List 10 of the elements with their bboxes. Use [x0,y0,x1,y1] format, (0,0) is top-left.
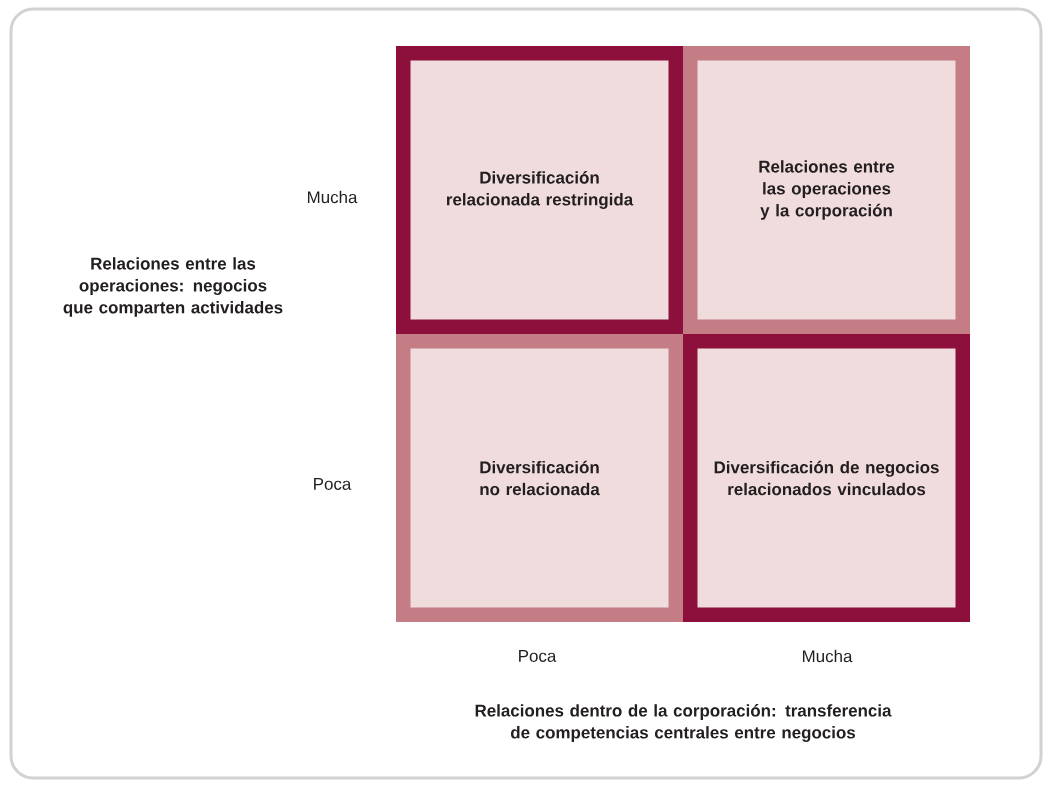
axis-value: Mucha [308,190,358,204]
axis-value: Poca [519,650,557,662]
axis-title: Relaciones entre las operaciones: negocios que comparten actividades [63,257,283,317]
quadrant-box: Diversificación relacionada restringida [396,46,683,334]
axis-title: Relaciones dentro de la corporación: transferencia de competencias centrales entre negocios [475,704,892,742]
quadrant-box: Diversificación de negocios relacionados vinculados [683,334,970,622]
quadrant-box: Diversificación no relacionada [396,334,683,622]
quadrant-box: Relaciones entre las operaciones y la corporación [683,46,970,334]
axis-value: Poca [314,478,352,490]
axis-value: Mucha [803,649,853,663]
